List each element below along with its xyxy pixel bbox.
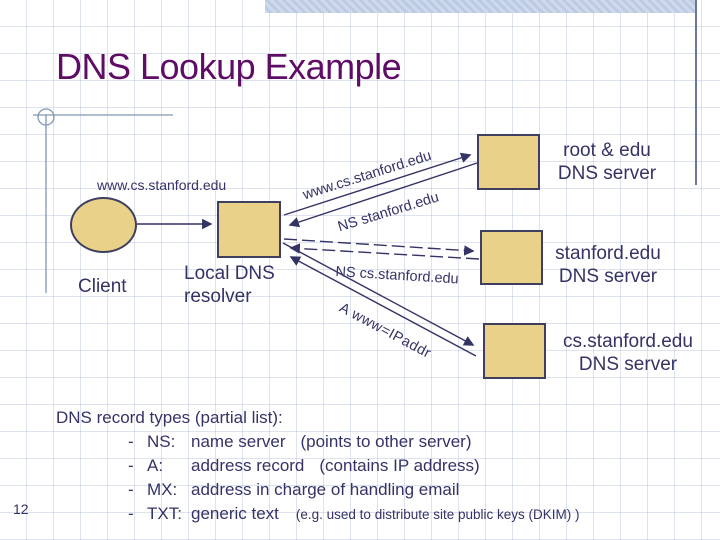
arrow-query-cs bbox=[282, 242, 475, 346]
arrow-query-stanford bbox=[283, 238, 475, 256]
row-note: (contains IP address) bbox=[319, 456, 480, 475]
page-number: 12 bbox=[13, 501, 29, 517]
row-dash: - bbox=[128, 504, 134, 523]
arrow-query-root bbox=[283, 152, 472, 216]
row-dash: - bbox=[128, 432, 134, 451]
row-type: NS: bbox=[147, 432, 176, 451]
arrow-reply-stanford bbox=[289, 243, 480, 260]
stanford-server-label: stanford.edu DNS server bbox=[555, 243, 661, 287]
record-type-row: - NS: name server (points to other server… bbox=[128, 430, 720, 454]
row-type: TXT: bbox=[147, 504, 182, 523]
client-node bbox=[70, 197, 137, 253]
top-decorative-band bbox=[265, 0, 696, 13]
arrow-reply-cs bbox=[289, 256, 477, 357]
row-note: (e.g. used to distribute site public key… bbox=[295, 507, 580, 522]
cs-server-node bbox=[483, 323, 546, 379]
record-types-notes: DNS record types (partial list): - NS: n… bbox=[0, 406, 720, 526]
row-dash: - bbox=[128, 480, 134, 499]
page-title: DNS Lookup Example bbox=[56, 46, 402, 87]
arrow-reply-root bbox=[288, 162, 478, 228]
corner-ornament bbox=[33, 108, 173, 293]
client-label: Client bbox=[78, 276, 127, 297]
record-type-row: - A: address record (contains IP address) bbox=[128, 454, 720, 478]
record-type-row: - TXT: generic text (e.g. used to distrib… bbox=[128, 502, 720, 526]
row-desc: address record bbox=[191, 456, 305, 475]
root-server-label: root & edu DNS server bbox=[557, 140, 657, 184]
resolver-node bbox=[217, 201, 281, 258]
row-dash: - bbox=[128, 456, 134, 475]
row-type: MX: bbox=[147, 480, 178, 499]
row-desc: generic text bbox=[191, 504, 279, 523]
row-desc: name server bbox=[191, 432, 286, 451]
client-query-label: www.cs.stanford.edu bbox=[97, 177, 227, 193]
record-type-row: - MX: address in charge of handling emai… bbox=[128, 478, 720, 502]
notes-heading: DNS record types (partial list): bbox=[56, 408, 283, 427]
cs-server-label: cs.stanford.edu DNS server bbox=[563, 331, 693, 375]
root-server-node bbox=[477, 134, 540, 190]
resolver-label: Local DNS resolver bbox=[184, 263, 275, 307]
row-note: (points to other server) bbox=[300, 432, 472, 451]
stanford-server-node bbox=[480, 230, 543, 285]
row-type: A: bbox=[147, 456, 164, 475]
row-desc: address in charge of handling email bbox=[191, 480, 460, 499]
